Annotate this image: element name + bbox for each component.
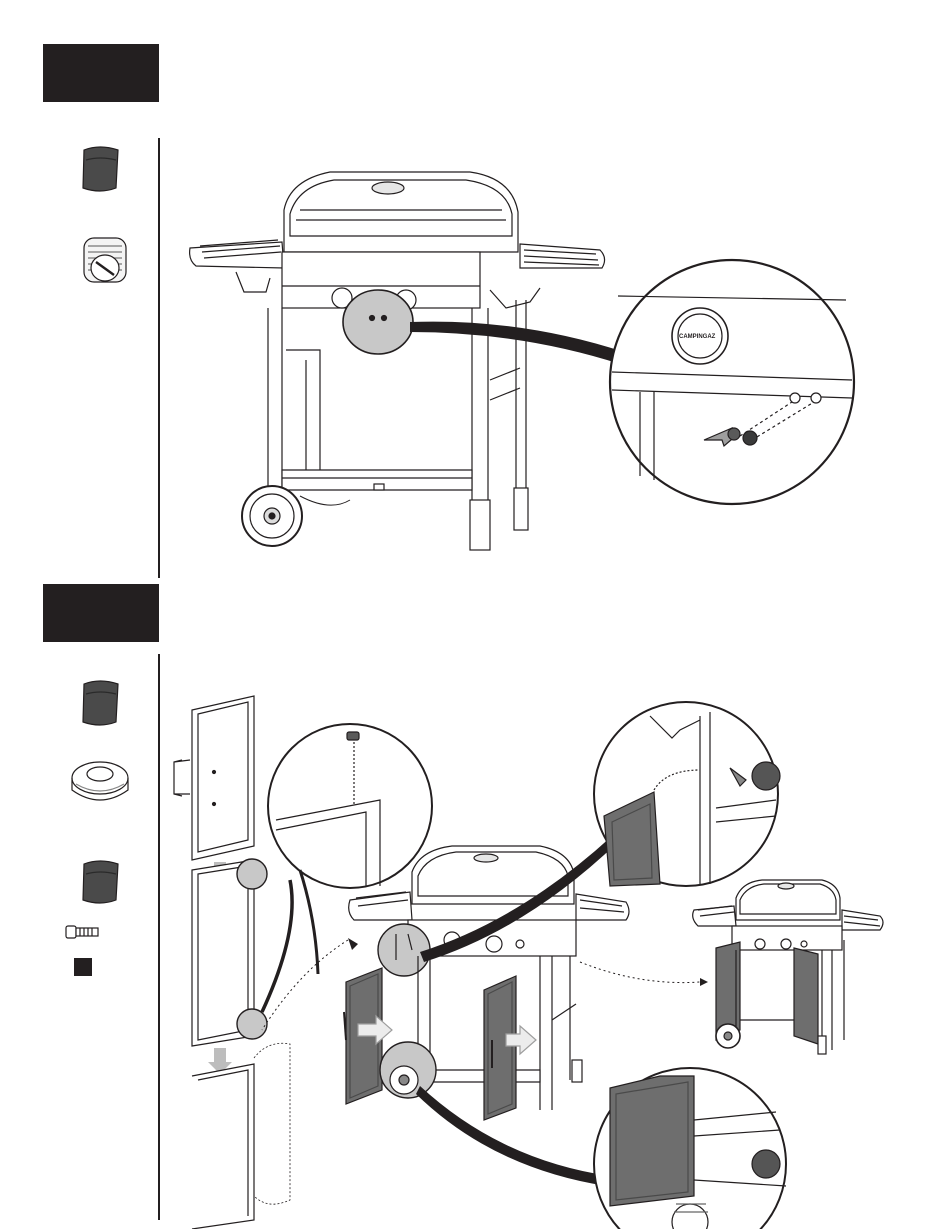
knob-brand-label: CAMPINGAZ	[679, 334, 716, 340]
door-bottom-detail-callout	[594, 1068, 786, 1229]
knob-detail-callout: CAMPINGAZ	[610, 260, 854, 504]
glove-icon	[83, 861, 118, 903]
door-assembly-sequence	[174, 696, 290, 1229]
washer-ring-icon	[72, 762, 128, 800]
knob-nut-icon	[84, 238, 126, 282]
screw-icon	[66, 926, 98, 938]
barbecue-front-view	[190, 172, 605, 550]
glove-icon	[83, 681, 118, 725]
hinge-clip-detail-callout	[594, 702, 780, 886]
barbecue-doors-install	[262, 846, 629, 1120]
square-marker-icon	[74, 958, 92, 976]
glove-icon	[83, 147, 118, 191]
barbecue-assembled-result	[693, 880, 883, 1054]
